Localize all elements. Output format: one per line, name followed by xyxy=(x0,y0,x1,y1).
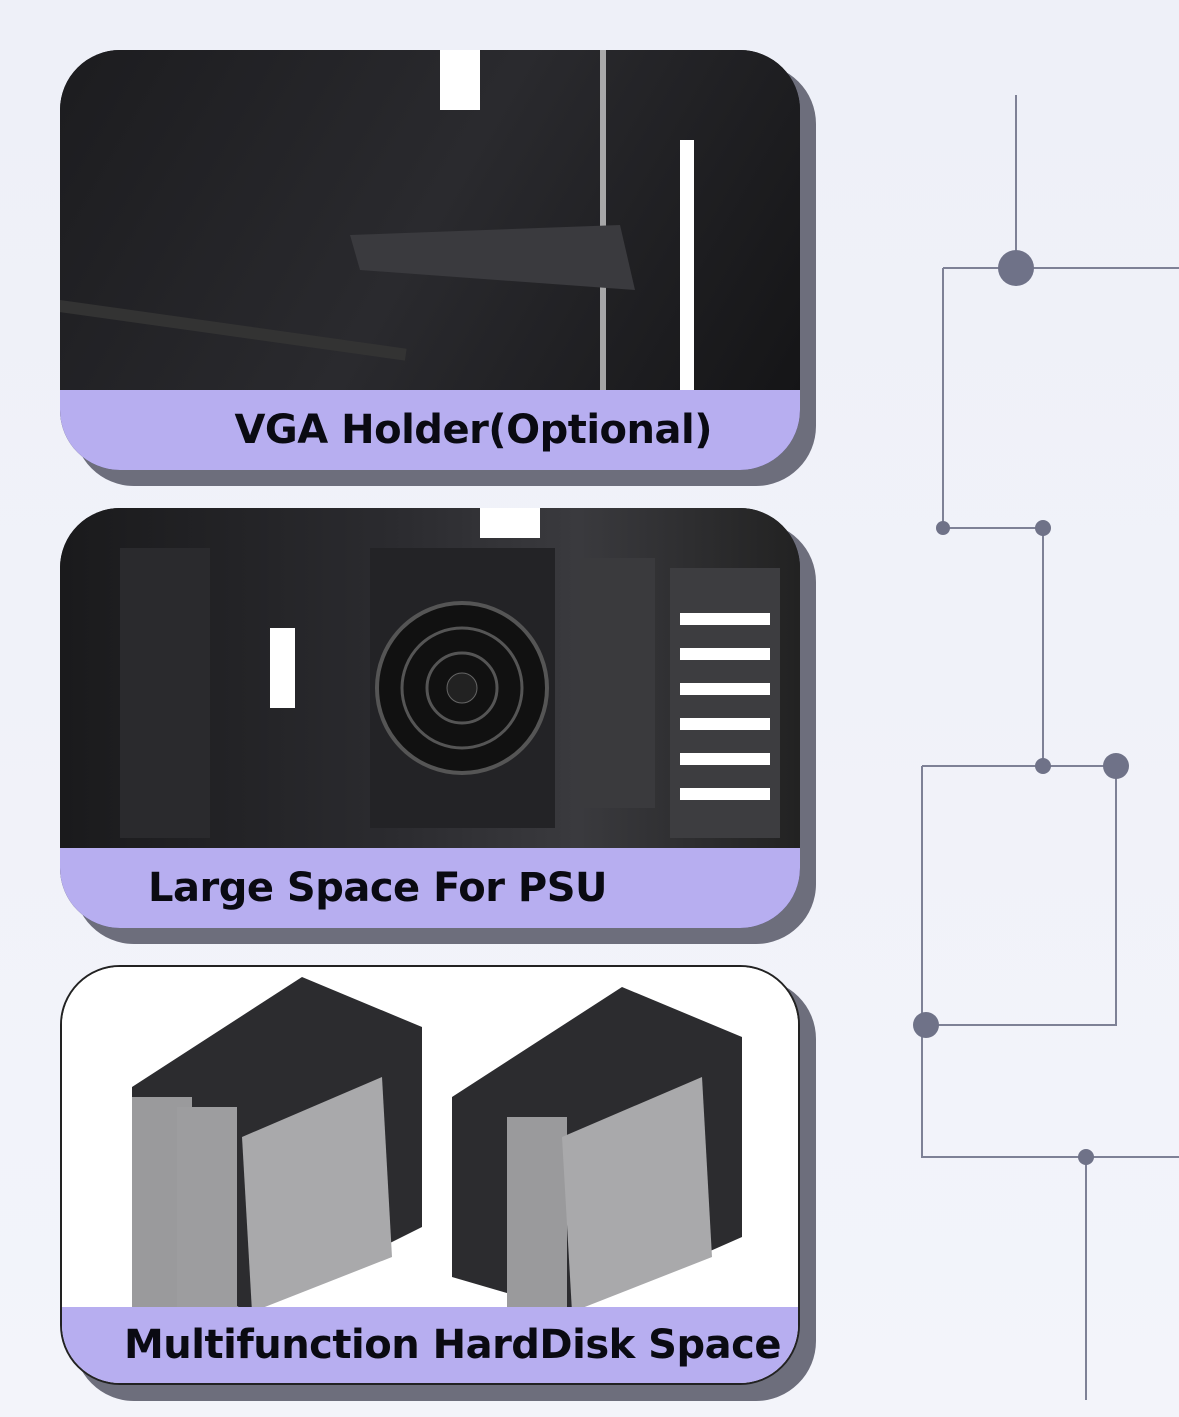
feature-card-hard-disk: Multifunction HardDisk Space xyxy=(60,965,816,1401)
feature-card-psu: Large Space For PSU xyxy=(60,508,816,944)
feature-card-vga-holder: VGA Holder(Optional) xyxy=(60,50,816,486)
feature-label: VGA Holder(Optional) xyxy=(234,407,712,453)
psu-bay-photo xyxy=(60,508,800,848)
feature-label: Multifunction HardDisk Space xyxy=(124,1322,781,1368)
vga-holder-photo xyxy=(60,50,800,410)
feature-label: Large Space For PSU xyxy=(148,865,608,911)
hard-disk-cage-photo xyxy=(62,967,798,1312)
